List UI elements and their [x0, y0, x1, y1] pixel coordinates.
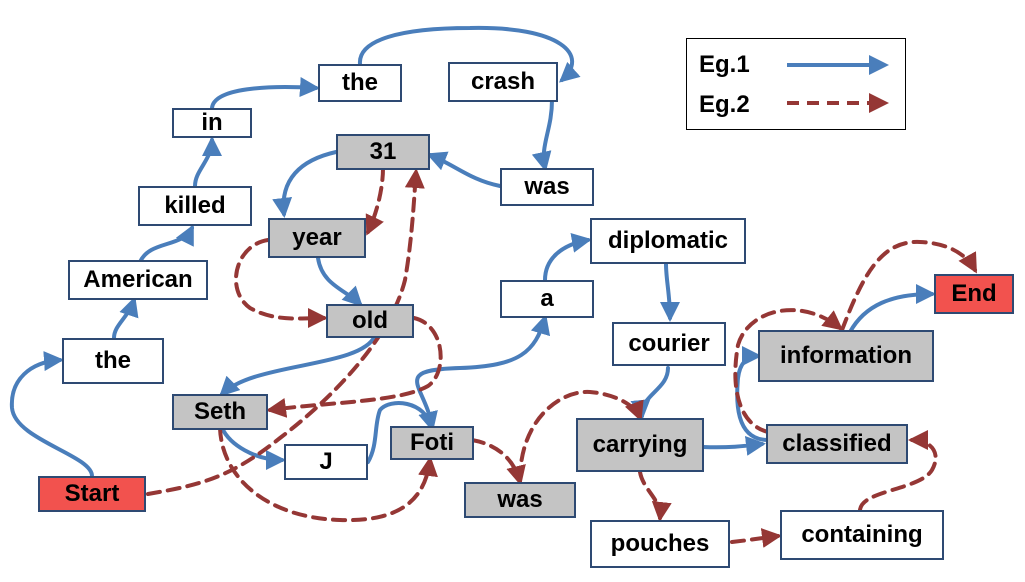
node-diplomatic: diplomatic	[590, 218, 746, 264]
edge-start-the	[9, 351, 94, 478]
node-pouches: pouches	[590, 520, 730, 568]
edge2-year-old	[234, 238, 328, 329]
edge-a-diplomatic	[543, 232, 592, 282]
edge-classified-information	[735, 346, 770, 442]
node-crash: crash	[448, 62, 558, 102]
node-a: a	[500, 280, 594, 318]
node-31: 31	[336, 134, 430, 170]
edge-the-american	[112, 296, 139, 340]
edge-31-year	[272, 150, 338, 218]
node-end: End	[934, 274, 1014, 314]
node-was-2: was	[464, 482, 576, 518]
node-seth: Seth	[172, 394, 268, 430]
node-american: American	[68, 260, 208, 300]
node-was-1: was	[500, 168, 594, 206]
edge-killed-in	[193, 136, 222, 188]
legend-label-eg2: Eg.2	[699, 91, 750, 118]
edge-crash-was	[531, 98, 554, 172]
node-containing: containing	[780, 510, 944, 560]
node-classified: classified	[766, 424, 908, 464]
edge2-start-31	[146, 168, 425, 496]
node-carrying: carrying	[576, 418, 704, 472]
legend-swatches	[787, 55, 889, 113]
edge-was-31	[426, 151, 502, 188]
edge2-classified-information	[733, 308, 844, 434]
edge-information-end	[848, 284, 936, 334]
edge2-old-seth	[266, 316, 443, 418]
node-old: old	[326, 304, 414, 338]
edge2-seth-foti	[218, 426, 438, 523]
edge-year-old	[316, 256, 363, 307]
edge-american-killed	[138, 224, 194, 264]
node-foti: Foti	[390, 426, 474, 460]
legend-label-eg1: Eg.1	[699, 51, 750, 78]
edge-foti-a	[415, 314, 551, 428]
edge-in-the	[210, 77, 320, 110]
edge-carrying-classified	[701, 435, 766, 456]
node-the-1: the	[62, 338, 164, 384]
edge2-foti-was	[470, 438, 526, 486]
node-the-2: the	[318, 64, 402, 102]
edge-the-crash	[357, 25, 581, 83]
edge2-was-carrying	[518, 389, 644, 482]
edge-courier-carrying	[630, 366, 670, 420]
node-killed: killed	[138, 186, 252, 226]
edge2-carrying-pouches	[638, 470, 672, 522]
node-in: in	[172, 108, 252, 138]
node-year: year	[268, 218, 366, 258]
edge2-31-year	[365, 166, 385, 236]
edge2-information-end	[840, 239, 977, 332]
edge-diplomatic-courier	[659, 262, 680, 322]
node-information: information	[758, 330, 934, 382]
node-start: Start	[38, 476, 146, 512]
edge-seth-j	[220, 426, 286, 470]
legend: Eg.1 Eg.2	[686, 38, 906, 130]
edge2-pouches-containing	[730, 528, 782, 548]
node-j: J	[284, 444, 368, 480]
edge-j-foti	[366, 401, 438, 464]
edge2-containing-classified	[858, 430, 938, 512]
node-courier: courier	[612, 322, 726, 366]
edge-old-seth	[219, 334, 377, 397]
